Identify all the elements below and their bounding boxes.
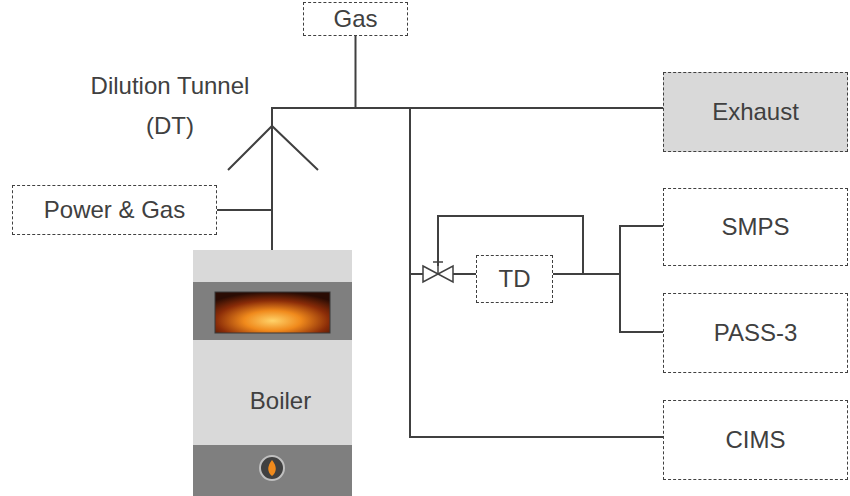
valve-symbol <box>423 262 453 282</box>
node-label: Gas <box>333 5 377 33</box>
boiler: Boiler <box>193 250 368 496</box>
node-label: CIMS <box>726 426 786 454</box>
exhaust-box: Exhaust <box>663 72 848 152</box>
instrument-box: PASS-3 <box>663 293 848 373</box>
hood <box>228 126 318 170</box>
boiler-illustration <box>193 250 352 496</box>
instrument-box: SMPS <box>663 188 848 266</box>
node-label: Exhaust <box>712 98 799 126</box>
pipe-line <box>217 210 272 250</box>
node-label: Power & Gas <box>44 196 185 224</box>
pipe-line <box>272 108 476 274</box>
pipe-line <box>553 274 663 332</box>
node-label: TD <box>499 265 531 293</box>
pipe-line <box>356 36 664 108</box>
gas-box: Gas <box>303 2 408 36</box>
instrument-box: CIMS <box>663 400 848 480</box>
node-label: PASS-3 <box>714 319 798 347</box>
pipe-line <box>272 108 663 250</box>
power-gas-box: Power & Gas <box>12 185 217 235</box>
pipe-line <box>553 226 663 274</box>
node-label: SMPS <box>721 213 789 241</box>
tunnel-label: Dilution Tunnel (DT) <box>70 66 270 146</box>
node-label: Boiler <box>193 387 368 415</box>
thermodenuder-box: TD <box>476 255 553 303</box>
